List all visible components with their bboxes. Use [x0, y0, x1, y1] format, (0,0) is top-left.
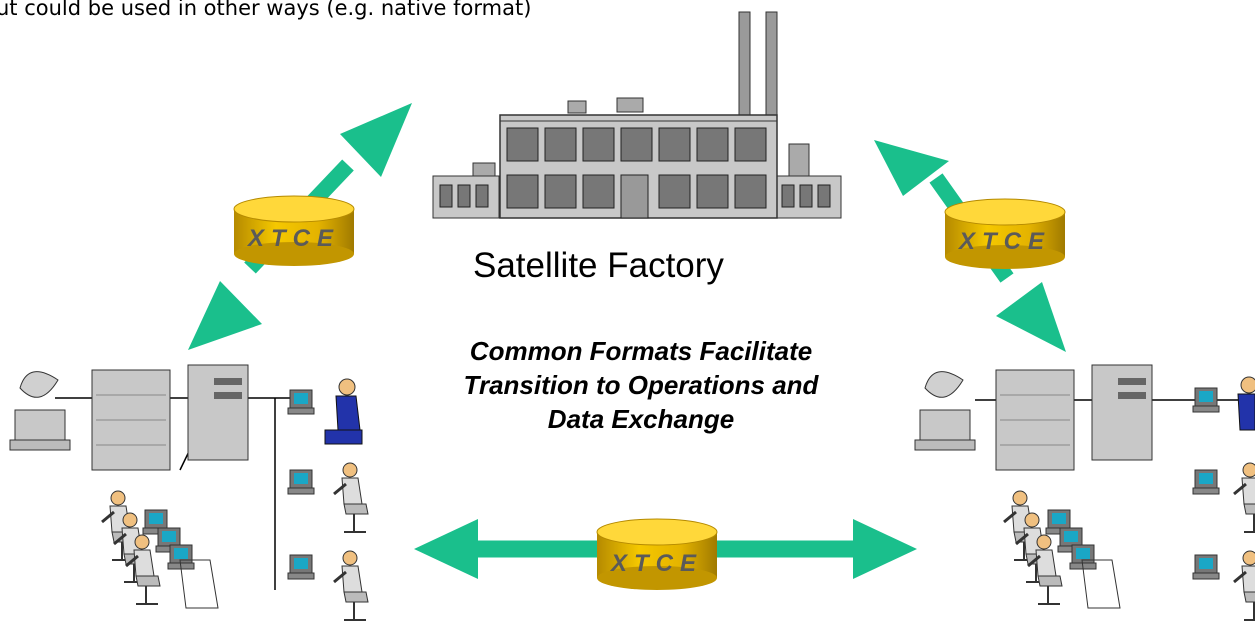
- xtce-cylinder-bottom: XTCE: [596, 518, 718, 590]
- xtce-cylinder-left: XTCE: [233, 195, 355, 266]
- computer-tower-icon-left: [187, 364, 249, 461]
- computer-tower-icon-right: [1091, 364, 1153, 461]
- xtce-cylinder-right: XTCE: [944, 198, 1066, 269]
- operator-workstation-icon-right-1: [1192, 376, 1255, 431]
- factory-label: Satellite Factory: [473, 246, 724, 285]
- server-rack-icon-right: [995, 369, 1075, 471]
- operator-workstation-icon-left-1: [287, 378, 363, 445]
- caption-text: Common Formats Facilitate Transition to …: [392, 334, 890, 436]
- factory-building-icon: [432, 11, 842, 219]
- caption-line-2: Transition to Operations and: [463, 370, 819, 400]
- satellite-dish-icon-left: [9, 371, 71, 451]
- operator-workstation-icon-left-2: [287, 461, 370, 534]
- caption-line-3: Data Exchange: [547, 404, 735, 434]
- xtce-label-right: XTCE: [957, 228, 1051, 255]
- operations-team-icon-right: [1002, 489, 1121, 609]
- ground-station-left: [9, 364, 370, 622]
- satellite-dish-icon-right: [914, 371, 976, 451]
- operations-team-icon-left: [100, 489, 219, 609]
- top-note-text: ut could be used in other ways (e.g. nat…: [0, 0, 532, 20]
- operator-workstation-icon-right-2: [1192, 461, 1255, 534]
- caption-line-1: Common Formats Facilitate: [469, 336, 813, 366]
- server-rack-icon-left: [91, 369, 171, 471]
- xtce-label-left: XTCE: [246, 225, 340, 252]
- xtce-label-bottom: XTCE: [609, 550, 703, 577]
- ground-station-right: [914, 364, 1255, 622]
- operator-workstation-icon-left-3: [287, 549, 370, 622]
- operator-workstation-icon-right-3: [1192, 549, 1255, 622]
